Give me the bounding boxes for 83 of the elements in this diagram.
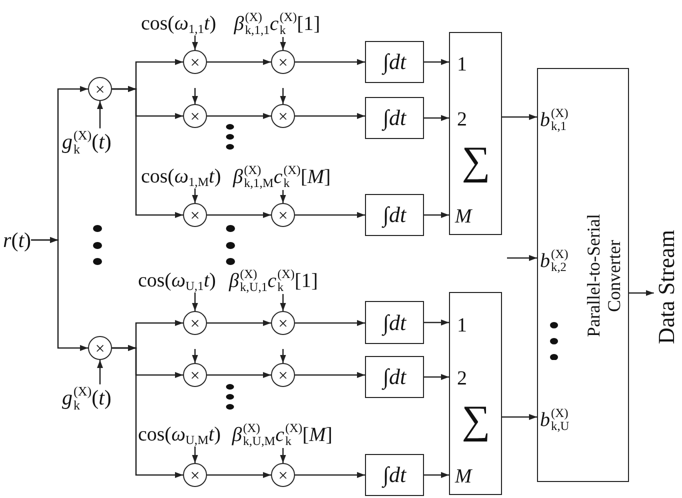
coefficient-label: β$_{k,U,M}$$^{(X)}$c$_{k}$$^{(X)}$[M] xyxy=(232,422,332,448)
arrow xyxy=(424,115,449,121)
summer-box xyxy=(449,32,502,235)
multiplier-circle: × xyxy=(88,336,112,360)
arrow xyxy=(502,114,537,120)
summation-symbol: ∑ xyxy=(462,400,490,440)
arrow xyxy=(280,37,286,50)
arrow xyxy=(295,320,365,326)
integrator-box: ∫dt xyxy=(365,41,424,83)
arrow xyxy=(207,59,271,65)
coefficient-label: β$_{k,1,1}$$^{(X)}$c$_{k}$$^{(X)}$[1] xyxy=(234,10,320,38)
arrow xyxy=(629,290,654,296)
multiplier-circle: × xyxy=(183,104,207,128)
arrow xyxy=(97,101,103,128)
input-port-label: 1 xyxy=(457,54,467,76)
arrow xyxy=(424,320,449,326)
arrow xyxy=(280,349,286,363)
integrator-box: ∫dt xyxy=(365,454,424,496)
converter-title: Parallel-to-Serial Converter xyxy=(583,213,625,340)
arrow xyxy=(31,237,88,351)
input-port-label: M xyxy=(455,206,472,228)
arrow xyxy=(424,59,449,65)
arrow xyxy=(192,36,198,50)
arrow xyxy=(280,190,286,203)
integrator-box: ∫dt xyxy=(365,301,424,344)
summation-symbol: ∑ xyxy=(462,141,490,181)
signal-label: r(t) xyxy=(3,228,32,252)
arrow xyxy=(295,212,365,218)
arrow xyxy=(207,212,271,218)
input-port-label: 1 xyxy=(457,314,467,338)
arrow xyxy=(192,88,198,104)
carrier-label: cos(ω$_{1,M}$t) xyxy=(141,166,221,188)
signal-label: g$_{k}$$^{(X)}$(t) xyxy=(62,128,112,156)
arrow xyxy=(295,472,365,478)
multiplier-circle: × xyxy=(183,463,207,487)
arrow xyxy=(502,414,537,420)
input-port-label: 2 xyxy=(457,108,467,132)
arrow xyxy=(207,372,271,378)
arrow xyxy=(192,292,198,311)
multiplier-circle: × xyxy=(271,463,295,487)
multiplier-circle: × xyxy=(183,363,207,387)
multiplier-circle: × xyxy=(183,50,207,74)
output-label: Data Stream xyxy=(654,230,680,344)
carrier-label: cos(ω$_{U,M}$t) xyxy=(138,424,221,446)
arrow xyxy=(280,294,286,311)
input-port-label: M xyxy=(455,466,472,488)
arrow xyxy=(280,88,286,104)
arrow xyxy=(295,113,365,119)
arrow xyxy=(207,472,271,478)
signal-label: g$_{k}$$^{(X)}$(t) xyxy=(62,384,112,412)
arrow xyxy=(97,360,103,384)
multiplier-circle: × xyxy=(271,104,295,128)
arrow xyxy=(424,212,449,218)
arrow xyxy=(295,372,365,378)
arrow xyxy=(192,349,198,363)
multiplier-circle: × xyxy=(271,311,295,335)
input-port-label: 2 xyxy=(457,368,467,390)
multiplier-circle: × xyxy=(271,50,295,74)
coefficient-label: β$_{k,1,M}$$^{(X)}$c$_{k}$$^{(X)}$[M] xyxy=(233,164,331,190)
summer-box xyxy=(449,292,502,495)
carrier-label: cos(ω$_{1,1}$t) xyxy=(141,12,216,36)
arrow xyxy=(192,188,198,203)
multiplier-circle: × xyxy=(271,363,295,387)
arrow xyxy=(112,86,183,218)
arrow xyxy=(207,320,271,326)
converter-box xyxy=(537,68,629,482)
multiplier-circle: × xyxy=(271,203,295,227)
arrow xyxy=(507,255,537,261)
arrow xyxy=(295,59,365,65)
arrow xyxy=(192,446,198,463)
integrator-box: ∫dt xyxy=(365,356,424,398)
arrow xyxy=(112,345,183,478)
integrator-box: ∫dt xyxy=(365,194,424,236)
arrow xyxy=(207,113,271,119)
multiplier-circle: × xyxy=(183,203,207,227)
carrier-label: cos(ω$_{U,1}$t) xyxy=(138,270,216,292)
arrow xyxy=(424,374,449,380)
arrow xyxy=(424,472,449,478)
multiplier-circle: × xyxy=(183,311,207,335)
integrator-box: ∫dt xyxy=(365,97,424,139)
multiplier-circle: × xyxy=(88,77,112,101)
coefficient-label: β$_{k,U,1}$$^{(X)}$c$_{k}$$^{(X)}$[1] xyxy=(229,268,318,294)
arrow xyxy=(280,448,286,463)
